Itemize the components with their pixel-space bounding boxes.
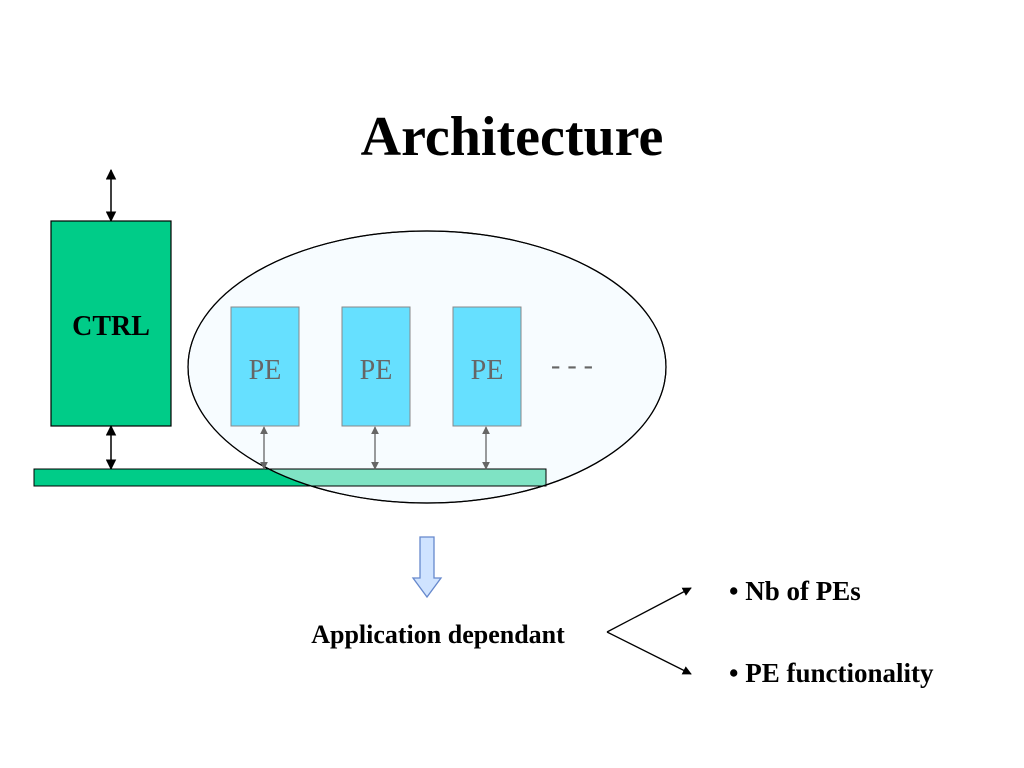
application-dependant-label: Application dependant [311, 620, 565, 649]
slide-title: Architecture [361, 106, 664, 168]
bullet-nb-of-pes: • Nb of PEs [729, 576, 861, 606]
branch-arrow-down [606, 631, 692, 675]
pe-array-ellipse-outline [187, 230, 667, 504]
pe-block-2: PE [341, 306, 411, 427]
ctrl-label: CTRL [72, 311, 150, 342]
pe-block-1: PE [230, 306, 300, 427]
pe-label: PE [360, 355, 393, 386]
pe-label: PE [471, 355, 504, 386]
branch-arrow-up [606, 587, 692, 633]
pe-block-3: PE [452, 306, 522, 427]
continuation-dashes: - - - [551, 350, 593, 381]
bullet-pe-functionality: • PE functionality [729, 658, 934, 688]
down-arrow-icon [411, 536, 443, 599]
pe-label: PE [249, 355, 282, 386]
